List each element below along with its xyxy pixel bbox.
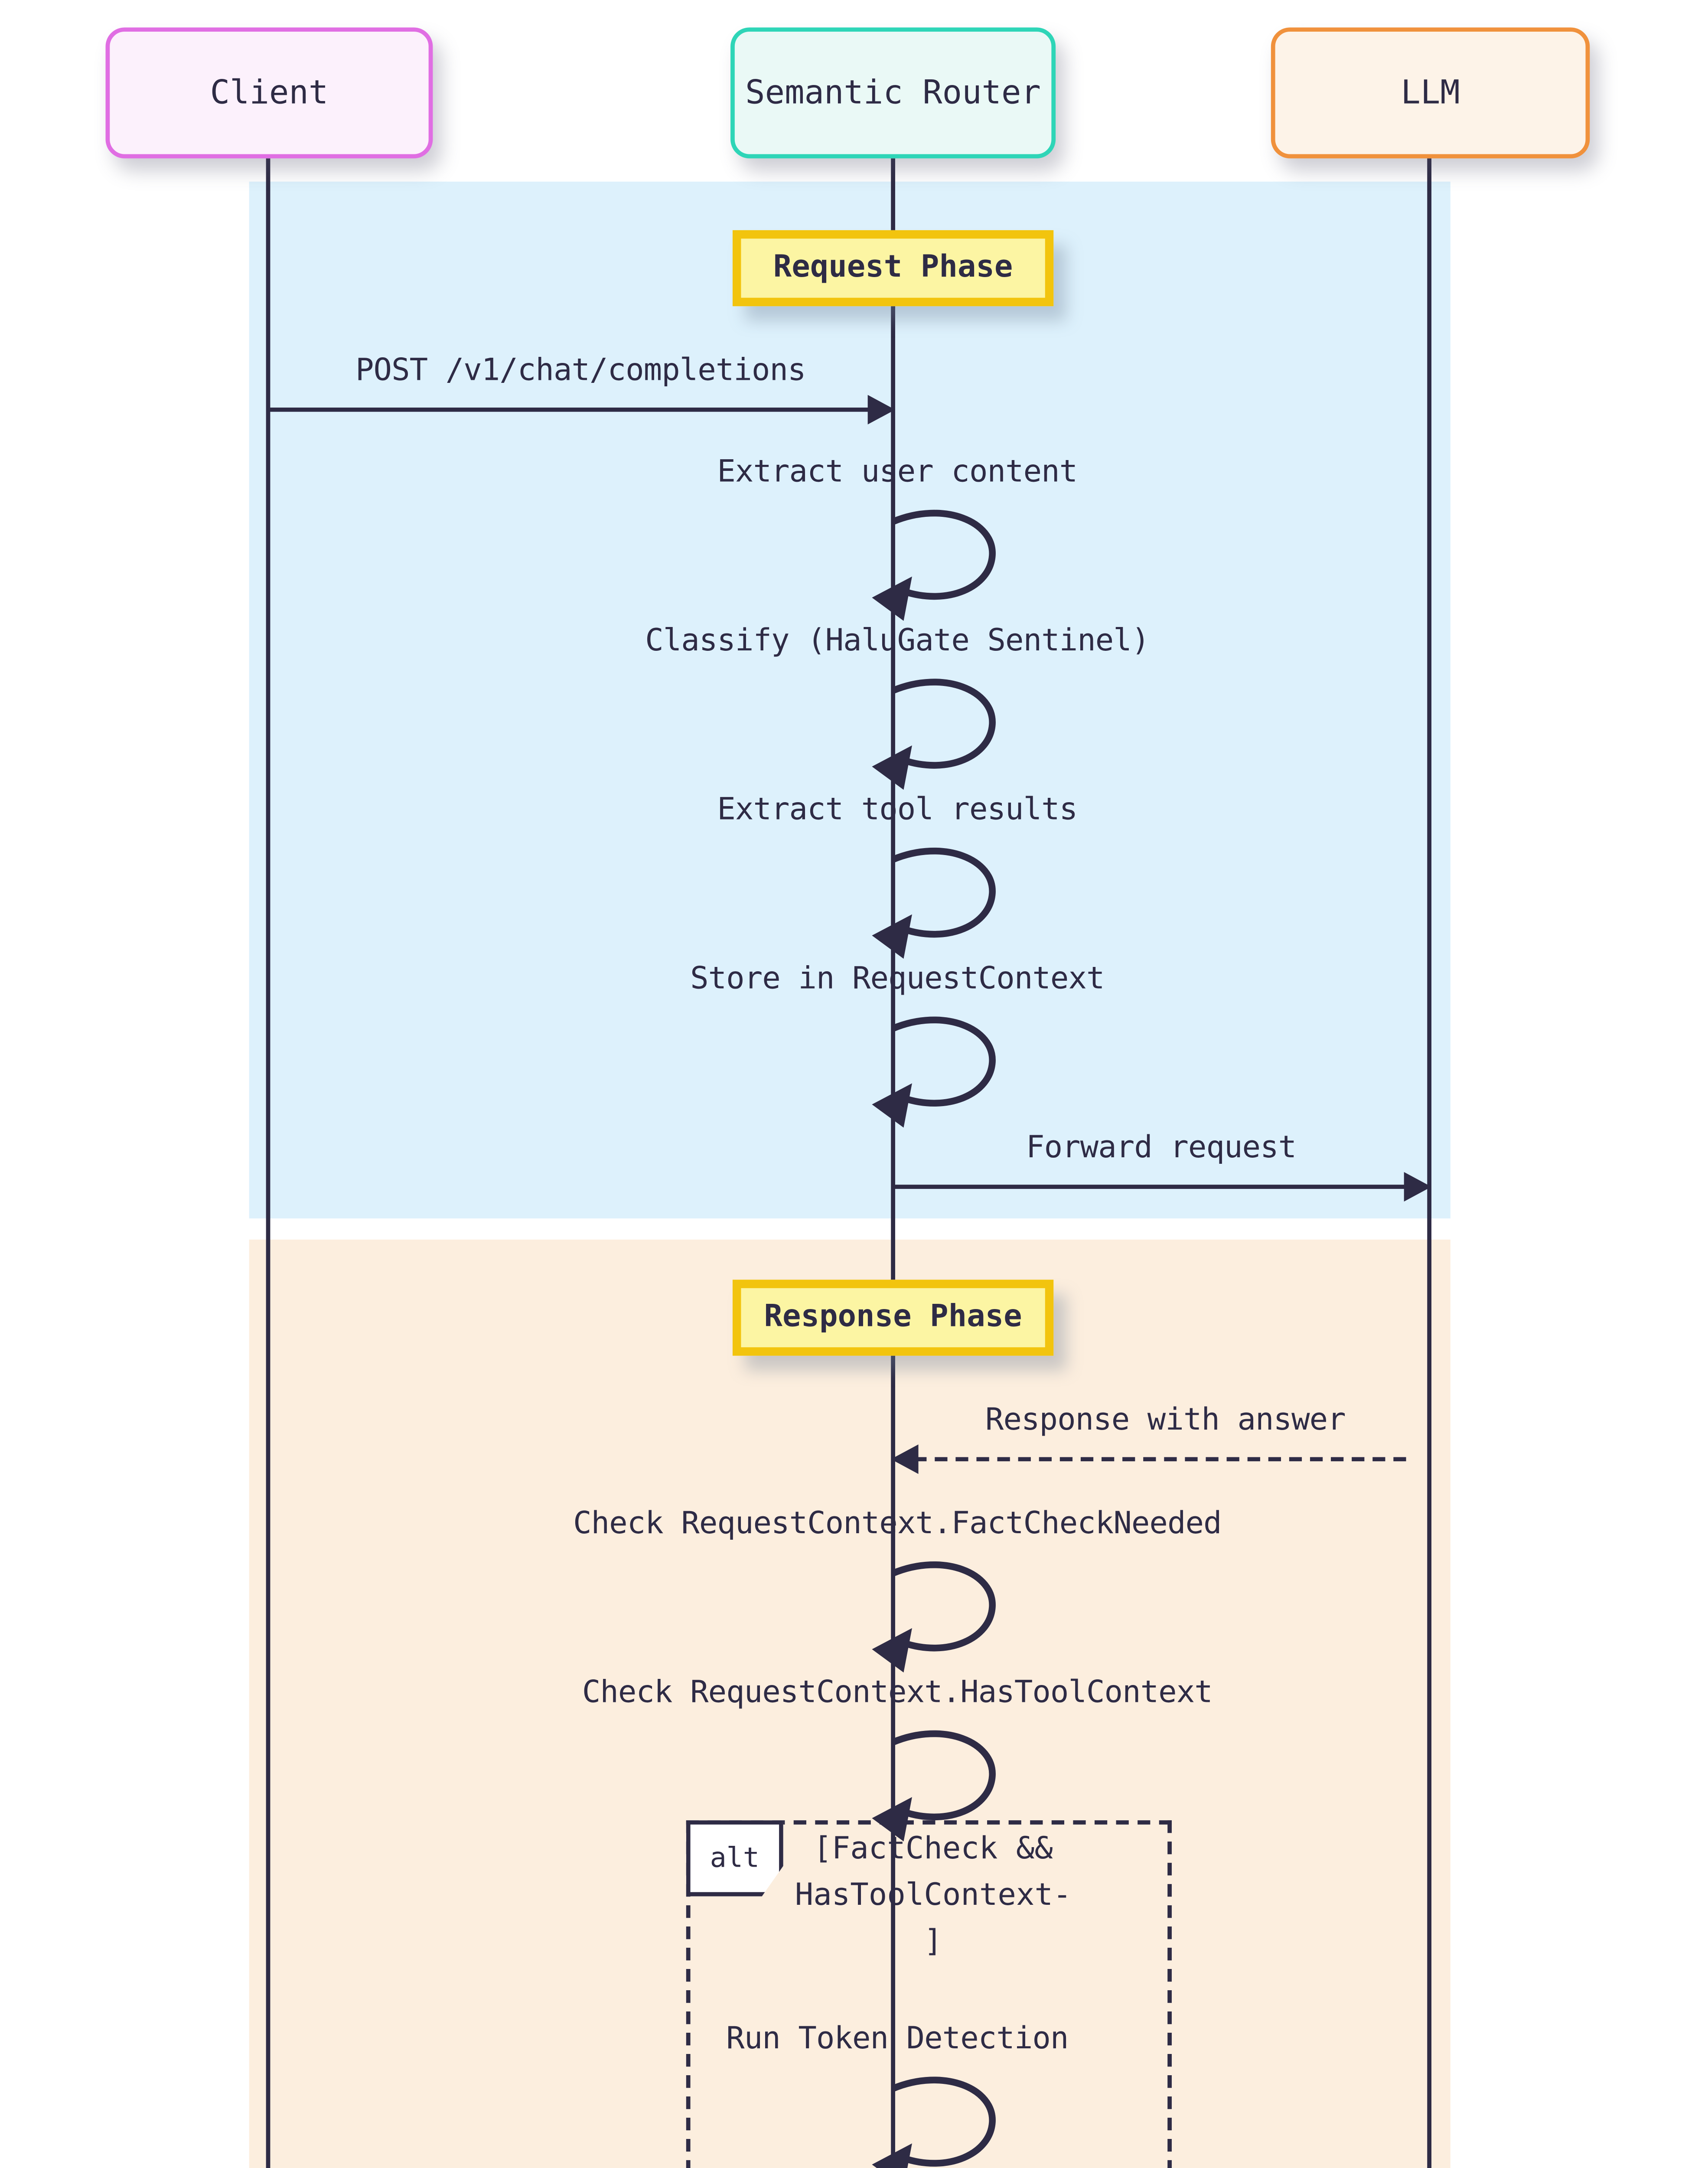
self-loop-arrow-icon	[872, 1016, 996, 1128]
response-phase-note: Response Phase	[732, 1280, 1054, 1356]
lifeline-llm	[1427, 158, 1432, 2168]
request-phase-band	[249, 181, 1450, 1219]
lifeline-semantic-router	[890, 158, 896, 2168]
arrow-line	[268, 407, 874, 413]
self-loop-arrow-icon	[872, 2077, 996, 2168]
message-label: Classify (HaluGate Sentinel)	[645, 625, 1150, 659]
self-loop-arrow-icon	[872, 679, 996, 790]
message-label: Store in RequestContext	[690, 963, 1105, 997]
participant-semantic-router-top: Semantic Router	[730, 27, 1056, 159]
participant-llm-top: LLM	[1271, 27, 1590, 159]
arrow-line	[893, 1184, 1411, 1190]
message-response-answer-label: Response with answer	[985, 1404, 1346, 1438]
self-loop-arrow-icon	[872, 1730, 996, 1841]
alt-frame	[686, 1820, 1172, 2168]
message-label: Run Token Detection	[726, 2023, 1069, 2057]
participant-label: LLM	[1401, 74, 1460, 112]
participant-client-top: Client	[105, 27, 433, 159]
message-label: Check RequestContext.FactCheckNeeded	[573, 1508, 1222, 1542]
alt-label-text: alt	[710, 1842, 759, 1874]
alt-if-condition-line2: HasToolContext-	[795, 1879, 1072, 1913]
self-loop-arrow-icon	[872, 509, 996, 621]
alt-frame-label: alt	[686, 1820, 783, 1897]
message-label: Extract tool results	[717, 794, 1078, 828]
note-label: Request Phase	[773, 251, 1013, 285]
arrow-line-dashed	[893, 1456, 1406, 1461]
message-label: Check RequestContext.HasToolContext	[582, 1676, 1213, 1711]
participant-label: Semantic Router	[745, 74, 1041, 112]
request-phase-note: Request Phase	[732, 230, 1054, 307]
arrowhead-right-icon	[1404, 1172, 1431, 1202]
response-phase-band	[249, 1239, 1450, 2168]
self-loop-arrow-icon	[872, 1561, 996, 1673]
participant-label: Client	[210, 74, 329, 112]
lifeline-client	[265, 158, 271, 2168]
alt-if-condition-line1: [FactCheck &&	[813, 1833, 1053, 1867]
message-post-label: POST /v1/chat/completions	[355, 355, 806, 389]
message-label: Extract user content	[717, 456, 1078, 490]
note-label: Response Phase	[764, 1301, 1022, 1335]
message-forward-label: Forward request	[1026, 1132, 1297, 1166]
arrowhead-left-icon	[891, 1444, 919, 1474]
self-loop-arrow-icon	[872, 847, 996, 959]
alt-if-condition-line3: ]	[924, 1926, 942, 1960]
arrowhead-right-icon	[867, 395, 895, 424]
